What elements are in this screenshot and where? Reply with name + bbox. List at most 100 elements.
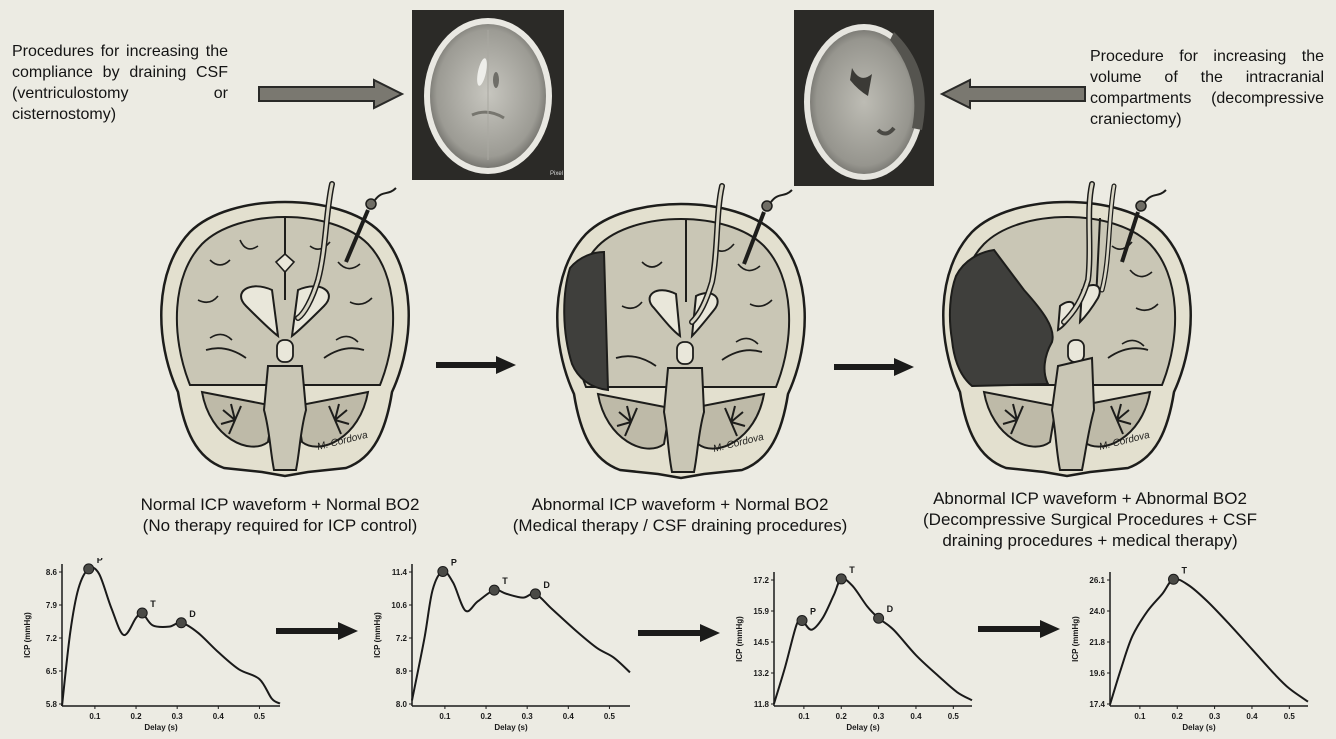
ct-scan-ventriculostomy: Pixel [412,10,564,180]
right-procedure-note: Procedure for increasing the volume of t… [1090,48,1324,128]
peak-label-p: P [451,558,457,567]
icp-waveform-line [1109,577,1309,705]
peak-marker-d [529,588,541,600]
peak-marker-t [488,584,500,596]
peak-label-p: P [810,607,816,617]
peak-label-t: T [150,599,156,609]
waveform-arrow-2 [638,624,720,642]
stage-title: Normal ICP waveform + Normal BO2 [140,495,420,514]
y-tick-label: 24.0 [1089,607,1105,616]
icp-waveform-chart-4: 0.1 0.2 0.3 0.4 0.5 17.4 19.6 21.8 24.0 26.1Delay… [1071,566,1309,732]
ct-watermark: Pixel [550,171,563,177]
x-tick-label: 0.2 [1172,712,1184,721]
y-tick-label: 11.8 [754,700,770,709]
brain-normal: M. Cordova [160,181,410,478]
y-axis-label: ICP (mmHg) [1071,616,1080,662]
progression-arrow-1 [436,356,516,374]
peak-marker-t [1168,573,1180,585]
y-tick-label: 7.9 [46,601,58,610]
stage-caption-1: Normal ICP waveform + Normal BO2 (No the… [110,494,450,536]
x-tick-label: 0.2 [480,712,492,721]
peak-label-t: T [849,566,855,575]
peak-label-t: T [502,576,508,586]
waveform-arrow-3 [978,620,1060,638]
progression-arrow-2 [834,358,914,376]
x-tick-label: 0.5 [254,712,266,721]
y-tick-label: 5.8 [46,700,58,709]
icp-waveform-line [61,566,281,707]
x-tick-label: 0.3 [522,712,534,721]
peak-label-t: T [1182,566,1188,575]
left-hollow-arrow [258,78,405,110]
y-tick-label: 8.6 [46,568,58,577]
peak-label-d: D [189,609,196,619]
peak-label-d: D [543,580,550,590]
x-tick-label: 0.1 [798,712,810,721]
peak-marker-p [796,615,808,627]
x-tick-label: 0.4 [910,712,922,721]
x-tick-label: 0.1 [89,712,101,721]
x-tick-label: 0.4 [1246,712,1258,721]
x-tick-label: 0.3 [1209,712,1221,721]
stage-subtitle: (No therapy required for ICP control) [142,516,418,535]
peak-marker-t [835,573,847,585]
right-hollow-arrow [939,78,1086,110]
x-tick-label: 0.1 [439,712,451,721]
y-tick-label: 11.4 [392,568,408,577]
y-tick-label: 7.2 [46,634,58,643]
y-tick-label: 21.8 [1089,638,1105,647]
stage-subtitle: (Medical therapy / CSF draining procedur… [512,516,848,535]
x-tick-label: 0.1 [1134,712,1146,721]
peak-marker-p [83,563,95,575]
x-tick-label: 0.5 [1284,712,1296,721]
waveform-arrow-1 [276,622,358,640]
y-tick-label: 8.0 [396,700,408,709]
y-tick-label: 15.9 [753,607,769,616]
y-tick-label: 19.6 [1089,669,1105,678]
y-axis-label: ICP (mmHg) [23,612,32,658]
stage-subtitle-cont: draining procedures + medical therapy) [942,531,1238,550]
y-tick-label: 13.2 [753,669,769,678]
x-axis-label: Delay (s) [1182,723,1216,732]
stage-title: Abnormal ICP waveform + Abnormal BO2 [933,489,1247,508]
x-axis-label: Delay (s) [494,723,528,732]
stage-caption-2: Abnormal ICP waveform + Normal BO2 (Medi… [490,494,870,536]
x-tick-label: 0.5 [948,712,960,721]
brain-large-hematoma: M. Cordova [942,181,1192,478]
y-tick-label: 17.2 [753,576,769,585]
x-tick-label: 0.5 [604,712,616,721]
left-procedure-note: Procedures for increasing the compliance… [12,43,228,123]
icp-waveform-line [773,577,973,704]
y-tick-label: 26.1 [1089,576,1105,585]
peak-marker-p [437,565,449,577]
peak-label-d: D [887,604,894,614]
icp-waveform-line [411,570,631,701]
x-tick-label: 0.4 [563,712,575,721]
peak-label-p: P [97,558,103,565]
x-tick-label: 0.2 [130,712,142,721]
y-axis-label: ICP (mmHg) [373,612,382,658]
x-axis-label: Delay (s) [144,723,178,732]
x-tick-label: 0.4 [213,712,225,721]
peak-marker-t [136,607,148,619]
y-tick-label: 14.5 [753,638,769,647]
y-tick-label: 10.6 [391,601,407,610]
y-tick-label: 17.4 [1089,700,1105,709]
y-tick-label: 8.9 [396,667,408,676]
y-tick-label: 6.5 [46,667,58,676]
y-tick-label: 7.2 [396,634,408,643]
peak-marker-d [175,617,187,629]
ct-scan-craniectomy [794,10,934,186]
x-tick-label: 0.3 [172,712,184,721]
brain-hematoma: M. Cordova [556,183,806,480]
x-axis-label: Delay (s) [846,723,880,732]
stage-title: Abnormal ICP waveform + Normal BO2 [531,495,829,514]
stage-subtitle: (Decompressive Surgical Procedures + CSF [923,510,1257,529]
peak-marker-d [873,612,885,624]
y-axis-label: ICP (mmHg) [735,616,744,662]
stage-caption-3: Abnormal ICP waveform + Abnormal BO2 (De… [910,488,1270,551]
x-tick-label: 0.3 [873,712,885,721]
